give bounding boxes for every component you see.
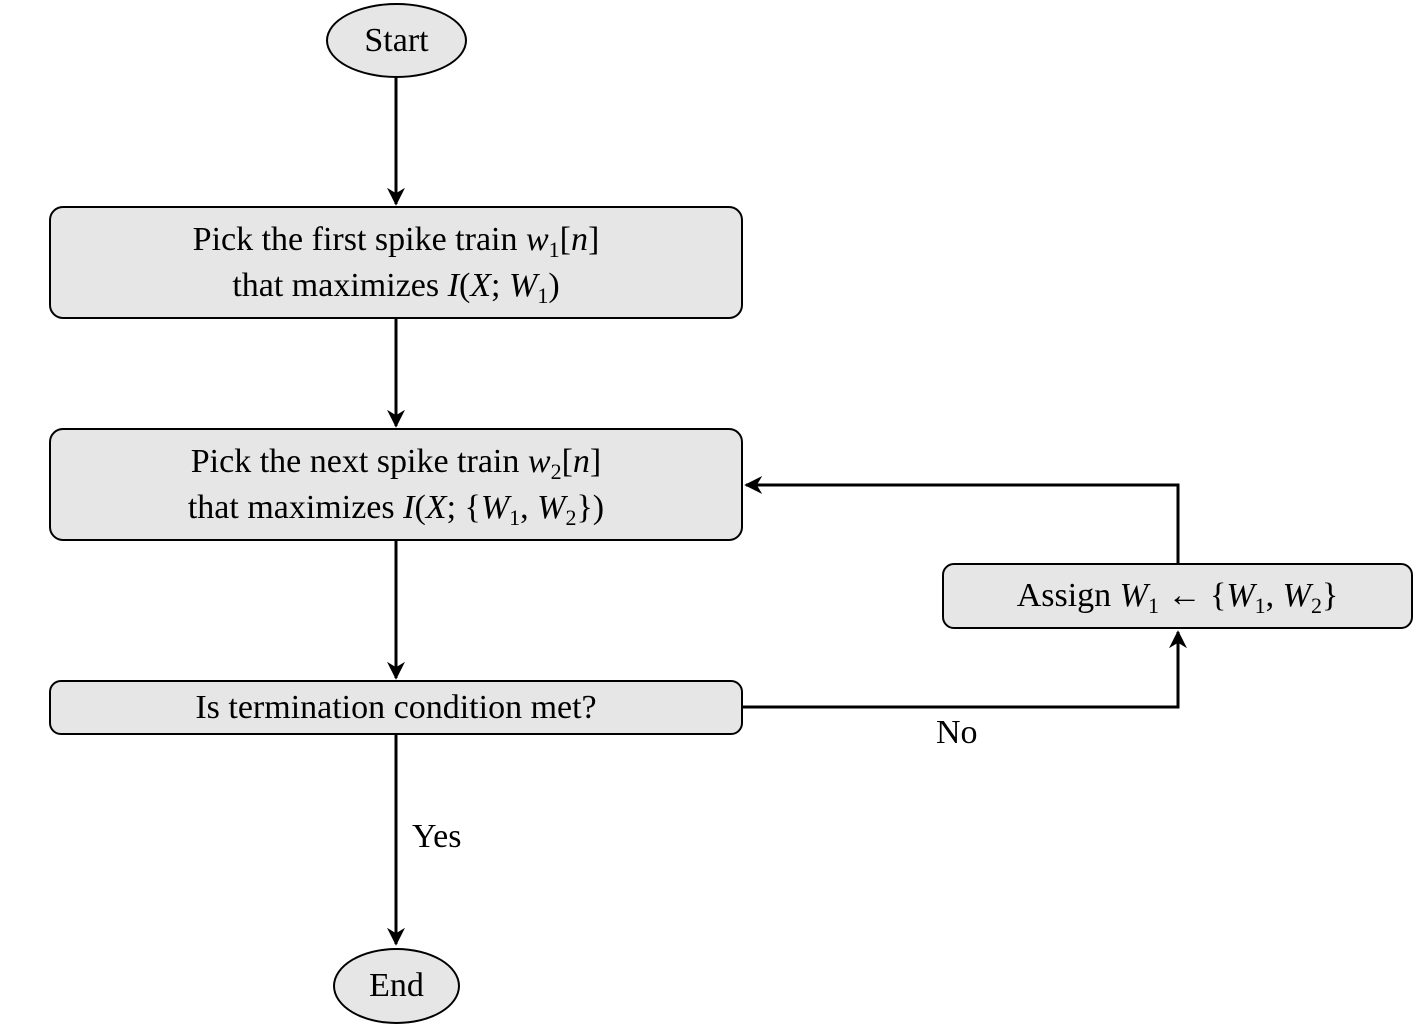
pick-next-line-2-text: that maximizes [187, 488, 395, 526]
pick-next-formula-1: w2[n] [527, 442, 602, 484]
pick-next-line-1: Pick the next spike train w2[n] [191, 439, 601, 485]
pick-first-line-1-text: Pick the first spike train [192, 220, 518, 258]
start-node-label: Start [364, 21, 429, 59]
pick-first-node: Pick the first spike train w1[n] that ma… [49, 206, 743, 319]
pick-first-line-1: Pick the first spike train w1[n] [193, 217, 600, 263]
pick-next-node: Pick the next spike train w2[n] that max… [49, 428, 743, 541]
pick-first-formula-1: w1[n] [525, 220, 600, 262]
start-node: Start [326, 3, 467, 78]
pick-first-formula-2: I(X; W1) [447, 266, 560, 308]
edge-label-yes: Yes [412, 818, 462, 855]
end-node: End [333, 948, 460, 1024]
termination-node-label: Is termination condition met? [195, 688, 597, 726]
assign-node: Assign W1 ← {W1, W2} [942, 563, 1413, 629]
arrow-assign-to-pick-next [744, 476, 1180, 565]
edge-label-no: No [936, 714, 978, 751]
pick-next-line-2: that maximizes I(X; {W1, W2}) [188, 485, 604, 531]
pick-next-formula-2: I(X; {W1, W2}) [403, 488, 605, 530]
end-node-label: End [369, 967, 424, 1004]
assign-line: Assign W1 ← {W1, W2} [1017, 573, 1339, 619]
termination-node: Is termination condition met? [49, 680, 743, 735]
assign-text: Assign [1016, 577, 1112, 614]
arrow-termination-to-assign-no [742, 630, 1187, 709]
pick-next-line-1-text: Pick the next spike train [190, 442, 520, 480]
pick-first-line-2: that maximizes I(X; W1) [232, 263, 559, 309]
assign-formula: W1 ← {W1, W2} [1119, 577, 1339, 618]
pick-first-line-2-text: that maximizes [232, 266, 440, 304]
